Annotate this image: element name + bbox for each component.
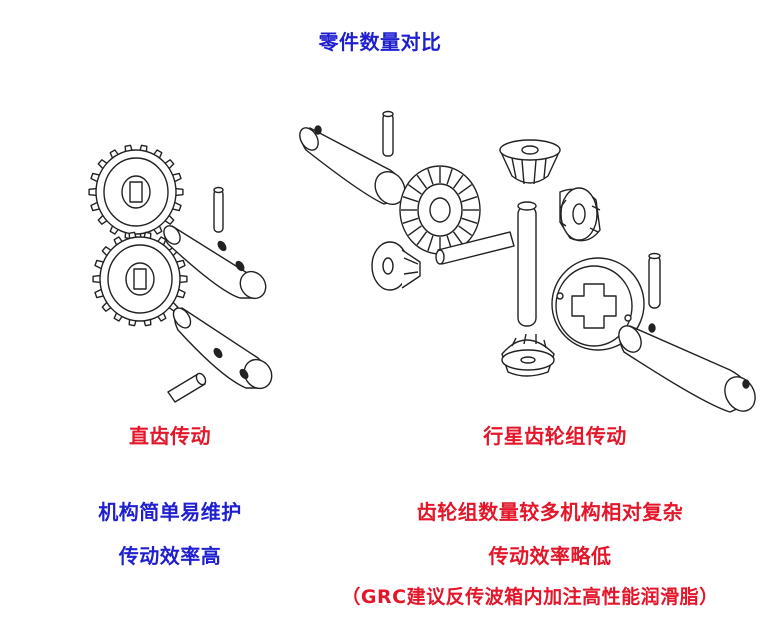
- right-note-complexity: 齿轮组数量较多机构相对复杂: [416, 500, 684, 524]
- left-note-simple: 机构简单易维护: [98, 500, 242, 524]
- bevel-gear-small-left: [371, 241, 421, 291]
- right-planetary-assembly: [299, 110, 756, 413]
- bevel-gear-small-top: [499, 139, 561, 185]
- pin-left-upper: [213, 186, 224, 233]
- right-note-lubrication: （GRC建议反传波箱内加注高性能润滑脂）: [341, 586, 719, 608]
- pin-left-small: [167, 372, 207, 403]
- spur-gear-upper: [88, 144, 184, 240]
- bevel-gear-large: [399, 165, 481, 255]
- left-spur-gear-assembly: [88, 144, 273, 403]
- shaft-right-lower: [618, 323, 756, 413]
- shaft-left-upper: [163, 225, 267, 300]
- shaft-left-lower: [172, 307, 273, 390]
- cross-shaft: [435, 231, 515, 265]
- bevel-gear-small-bottom: [501, 333, 555, 377]
- diagram-title: 零件数量对比: [318, 30, 442, 54]
- spur-gear-lower: [92, 231, 188, 327]
- pin-right-side: [648, 252, 661, 309]
- spur-gear-drive-label: 直齿传动: [129, 424, 211, 448]
- shaft-right-upper: [299, 125, 406, 206]
- differential-housing: [551, 257, 645, 351]
- planetary-gear-drive-label: 行星齿轮组传动: [483, 424, 627, 448]
- pin-right-top: [382, 110, 394, 157]
- bevel-gear-small-right: [559, 187, 601, 242]
- right-note-efficiency: 传动效率略低: [488, 544, 612, 568]
- left-note-efficiency: 传动效率高: [118, 544, 222, 568]
- pin-right-center: [517, 201, 537, 327]
